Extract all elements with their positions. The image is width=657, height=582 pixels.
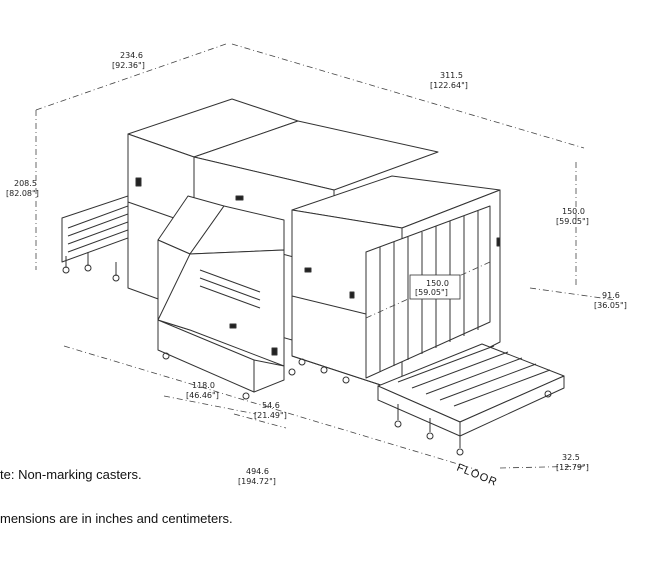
floor-label: FLOOR xyxy=(455,462,499,489)
svg-text:234.6: 234.6 xyxy=(120,51,143,60)
svg-text:91.6: 91.6 xyxy=(602,291,620,300)
svg-text:[92.36"]: [92.36"] xyxy=(112,61,145,70)
dimension-length-top: 311.5 [122.64"] xyxy=(430,71,468,90)
dimension-total-length: 494.6 [194.72"] xyxy=(238,467,276,486)
dimension-height-right: 150.0 [59.05"] xyxy=(556,207,589,226)
dimension-console-width: 118.0 [46.46"] xyxy=(186,381,219,400)
svg-text:118.0: 118.0 xyxy=(192,381,215,390)
svg-text:150.0: 150.0 xyxy=(426,279,449,288)
svg-text:[46.46"]: [46.46"] xyxy=(186,391,219,400)
note-casters: te: Non-marking casters. xyxy=(0,467,142,482)
svg-text:[194.72"]: [194.72"] xyxy=(238,477,276,486)
dimension-console-gap: 54.6 [21.49"] xyxy=(254,401,287,420)
svg-text:[59.05"]: [59.05"] xyxy=(415,288,448,297)
dimension-width-top: 234.6 [92.36"] xyxy=(112,51,145,70)
svg-text:32.5: 32.5 xyxy=(562,453,580,462)
note-units: mensions are in inches and centimeters. xyxy=(0,511,233,526)
svg-text:54.6: 54.6 xyxy=(262,401,280,410)
svg-text:311.5: 311.5 xyxy=(440,71,463,80)
svg-text:150.0: 150.0 xyxy=(562,207,585,216)
svg-text:[82.08"]: [82.08"] xyxy=(6,189,39,198)
left-conveyor xyxy=(61,195,129,282)
right-conveyor xyxy=(377,343,565,456)
dimension-height-left: 208.5 [82.08"] xyxy=(6,179,39,198)
svg-text:208.5: 208.5 xyxy=(14,179,37,188)
operator-console xyxy=(157,195,296,400)
svg-text:494.6: 494.6 xyxy=(246,467,269,476)
svg-text:[36.05"]: [36.05"] xyxy=(594,301,627,310)
dimension-floor-height: 32.5 [12.79"] xyxy=(556,453,589,472)
svg-text:[12.79"]: [12.79"] xyxy=(556,463,589,472)
svg-text:[59.05"]: [59.05"] xyxy=(556,217,589,226)
svg-text:[122.64"]: [122.64"] xyxy=(430,81,468,90)
dimension-conveyor-depth: 91.6 [36.05"] xyxy=(594,291,627,310)
dimension-tunnel-width: 150.0 [59.05"] xyxy=(409,274,461,300)
svg-text:[21.49"]: [21.49"] xyxy=(254,411,287,420)
tunnel-housing xyxy=(291,175,501,393)
